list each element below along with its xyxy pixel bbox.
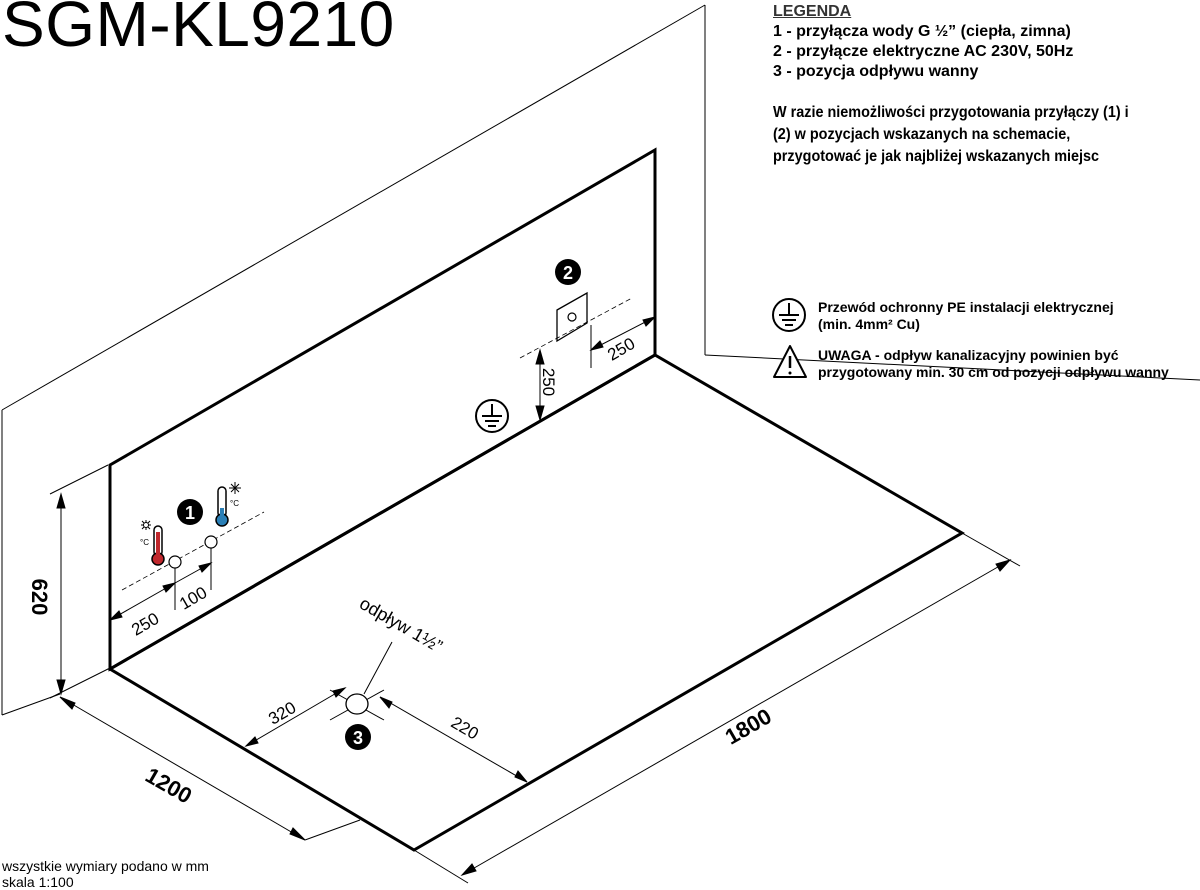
- dim-height: [49, 464, 109, 699]
- dim-water-left-label: 250: [128, 609, 162, 640]
- installation-note: W razie niemożliwości przygotowania przy…: [773, 102, 1164, 168]
- elec-axis-line: [519, 297, 633, 359]
- pe-description: Przewód ochronny PE instalacji elektrycz…: [818, 299, 1114, 333]
- drain-hole: [345, 693, 369, 715]
- dim-water: [108, 548, 213, 621]
- dim-width-label: 1200: [141, 762, 196, 808]
- warning-description: UWAGA - odpływ kanalizacyjny powinien by…: [818, 347, 1169, 381]
- dim-elec-side-label: 250: [604, 334, 638, 365]
- hot-thermometer-icon: [141, 520, 165, 566]
- drain-leader: [363, 641, 393, 695]
- electrical-socket: [567, 312, 577, 322]
- legend-item: 1 - przyłącza wody G ½” (ciepła, zimna): [773, 23, 1071, 40]
- cold-thermometer-icon: [215, 482, 241, 527]
- dim-elec: [535, 316, 657, 422]
- note-line: W razie niemożliwości przygotowania przy…: [773, 104, 1129, 121]
- drain-label: odpływ 1½”: [356, 593, 446, 656]
- note-line: (2) w pozycjach wskazanych na schemacie,: [773, 126, 1071, 143]
- water-axis-line: [121, 511, 265, 591]
- dim-drain: [244, 687, 528, 783]
- ground-icon: [475, 399, 509, 433]
- cold-water-connection: [204, 535, 218, 549]
- cold-thermo-unit: °C: [230, 499, 239, 508]
- warning-line: przygotowany min. 30 cm od pozycji odpły…: [818, 364, 1169, 380]
- dim-elec-height-label: 250: [539, 368, 558, 396]
- page-title: SGM-KL9210: [2, 0, 395, 60]
- dim-height-label: 620: [27, 579, 52, 616]
- pe-ground-icon: [772, 298, 806, 332]
- legend-heading: LEGENDA: [773, 3, 852, 20]
- pe-line: Przewód ochronny PE instalacji elektrycz…: [818, 299, 1114, 315]
- marker-1: [177, 499, 203, 525]
- pe-line: (min. 4mm² Cu): [818, 316, 920, 332]
- marker-2: [555, 259, 581, 285]
- warning-line: UWAGA - odpływ kanalizacyjny powinien by…: [818, 347, 1119, 363]
- marker-3: [345, 724, 371, 750]
- legend: LEGENDA 1 - przyłącza wody G ½” (ciepła,…: [773, 2, 1073, 82]
- dim-length: [413, 532, 1021, 884]
- hot-thermo-unit: °C: [140, 538, 149, 547]
- note-line: przygotować je jak najbliżej wskazanych …: [773, 148, 1100, 165]
- footer-units: wszystkie wymiary podano w mm: [2, 858, 209, 874]
- marker-2-label: 2: [563, 263, 573, 283]
- dim-water-spacing-label: 100: [176, 583, 210, 614]
- dim-drain-a-label: 320: [265, 698, 299, 729]
- legend-item: 2 - przyłącze elektryczne AC 230V, 50Hz: [773, 43, 1074, 60]
- hot-water-connection: [168, 555, 182, 569]
- warning-triangle-icon: [773, 345, 807, 378]
- marker-1-label: 1: [185, 503, 195, 523]
- tub-floor: [107, 353, 965, 852]
- wall-top-edge: [1, 4, 706, 411]
- dim-width: [59, 696, 361, 841]
- legend-item: 3 - pozycja odpływu wanny: [773, 63, 979, 80]
- footer-scale: skala 1:100: [2, 874, 74, 890]
- marker-3-label: 3: [353, 728, 363, 748]
